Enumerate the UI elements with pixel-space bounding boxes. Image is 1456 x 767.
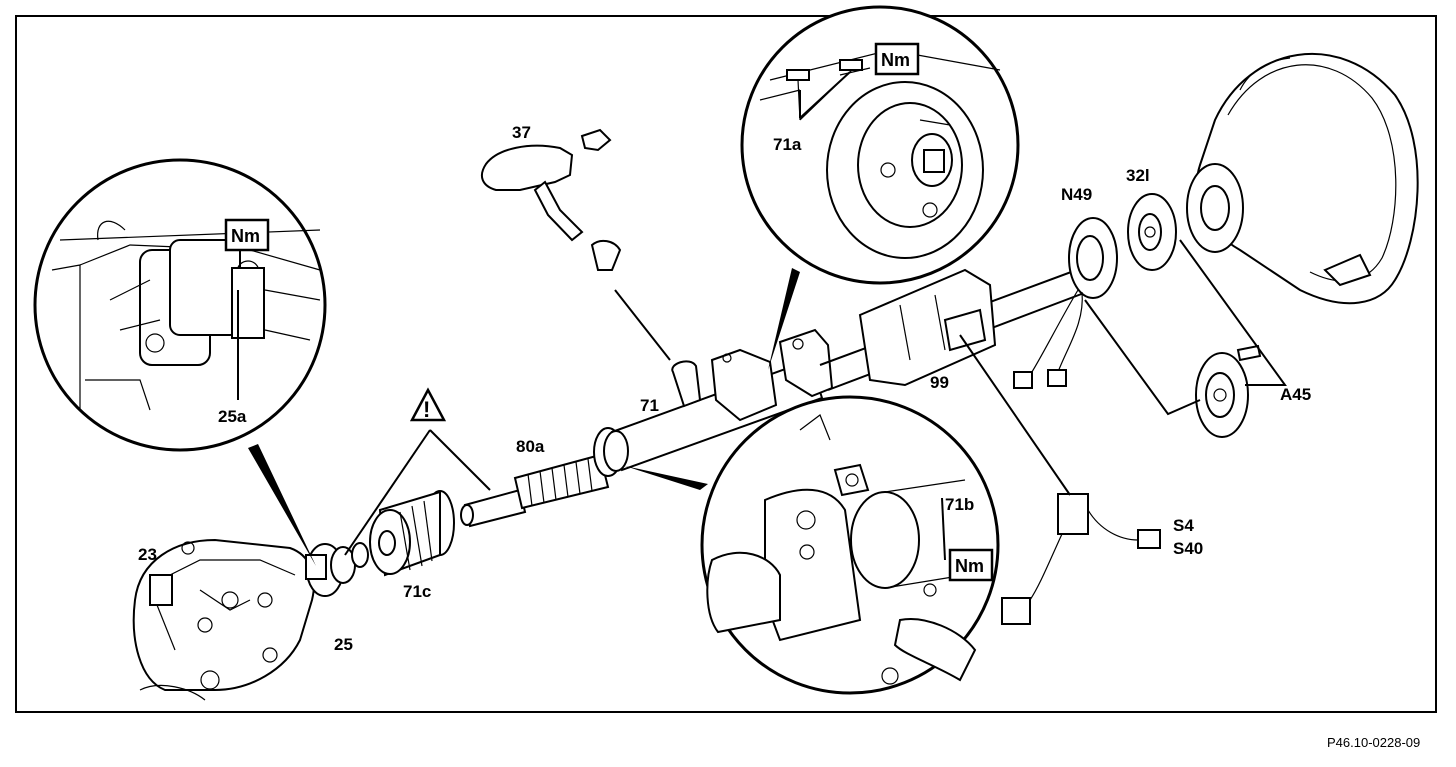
label-71b: 71b: [945, 495, 974, 514]
label-71: 71: [640, 396, 659, 415]
detail-circle-71b: [700, 395, 1000, 695]
label-S40: S40: [1173, 539, 1203, 558]
warning-glyph: !: [423, 397, 430, 422]
detail-circle-25a: [33, 158, 327, 452]
torque-box-25a: Nm: [224, 218, 270, 252]
label-25a: 25a: [218, 407, 247, 426]
universal-joint: [305, 543, 356, 597]
steering-wheel: [1186, 53, 1419, 305]
clock-spring: [1013, 217, 1118, 389]
detail-circle-71a: [740, 5, 1020, 285]
reference-code: P46.10-0228-09: [1327, 735, 1420, 750]
warning-triangle-icon: !: [409, 387, 447, 422]
steering-gear-housing: [132, 538, 315, 701]
airbag-unit: [1195, 344, 1262, 438]
warning-leader-left: [344, 429, 431, 556]
label-37: 37: [512, 123, 531, 142]
trim-cover: [858, 268, 997, 387]
label-25: 25: [334, 635, 353, 654]
ignition-lock: [480, 128, 622, 271]
combination-switch-connector: [1001, 493, 1161, 625]
label-A45: A45: [1280, 385, 1311, 404]
callout-wedge-25a: [248, 444, 316, 566]
leader-lines: [237, 71, 1287, 561]
label-32l: 32l: [1126, 166, 1150, 185]
label-99: 99: [930, 373, 949, 392]
label-23: 23: [138, 545, 157, 564]
jacket-tube: [603, 328, 834, 472]
callout-wedge-71b: [625, 466, 708, 490]
label-71c: 71c: [403, 582, 431, 601]
diagram-frame: [15, 15, 1437, 713]
torque-box-71b: Nm: [948, 548, 994, 582]
torque-label-71b: Nm: [955, 556, 984, 576]
label-S4: S4: [1173, 516, 1194, 535]
label-71a: 71a: [773, 135, 802, 154]
ring-32l: [1127, 193, 1177, 271]
bellows-boot: [351, 490, 455, 577]
torque-label-25a: Nm: [231, 226, 260, 246]
torque-box-71a: Nm: [874, 42, 920, 76]
torque-label-71a: Nm: [881, 50, 910, 70]
label-80a: 80a: [516, 437, 545, 456]
warning-leader-right: [429, 429, 491, 491]
callout-wedge-71a: [768, 268, 800, 370]
label-N49: N49: [1061, 185, 1092, 204]
